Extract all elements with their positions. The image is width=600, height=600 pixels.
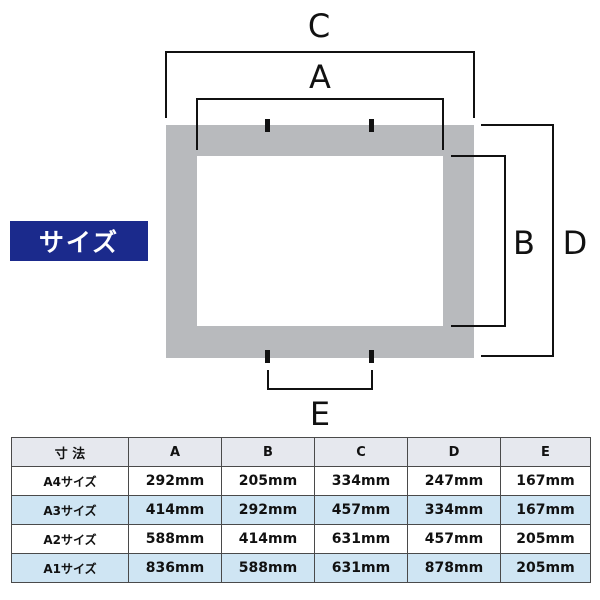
- cell-a: 836mm: [128, 553, 222, 583]
- dimension-e-label: E: [310, 395, 330, 430]
- cell-e: 205mm: [500, 524, 591, 554]
- frame-dimension-diagram: C A B D E: [165, 7, 588, 430]
- column-header-e: E: [500, 437, 591, 467]
- bottom-mark-right: [369, 350, 374, 363]
- cell-e: 167mm: [500, 495, 591, 525]
- table-row: A3サイズ 414mm 292mm 457mm 334mm 167mm: [11, 495, 591, 525]
- top-mark-left: [265, 119, 270, 132]
- column-header-d: D: [407, 437, 501, 467]
- cell-e: 167mm: [500, 466, 591, 496]
- cell-c: 334mm: [314, 466, 408, 496]
- dimension-a-bracket: [196, 98, 444, 150]
- size-spec-table: 寸 法 A B C D E A4サイズ 292mm 205mm 334mm 24…: [11, 437, 591, 583]
- dimension-d-bracket: [481, 124, 554, 357]
- cell-d: 457mm: [407, 524, 501, 554]
- dimension-c-label: C: [308, 7, 330, 45]
- table-row: A4サイズ 292mm 205mm 334mm 247mm 167mm: [11, 466, 591, 496]
- dimension-a-label: A: [309, 58, 331, 96]
- row-size-name: A1サイズ: [11, 553, 129, 583]
- table-row: A2サイズ 588mm 414mm 631mm 457mm 205mm: [11, 524, 591, 554]
- cell-b: 205mm: [221, 466, 315, 496]
- row-size-name: A3サイズ: [11, 495, 129, 525]
- dimension-b-label: B: [513, 224, 535, 262]
- cell-b: 292mm: [221, 495, 315, 525]
- dimension-c-bracket: [165, 51, 475, 118]
- cell-c: 457mm: [314, 495, 408, 525]
- cell-b: 414mm: [221, 524, 315, 554]
- cell-a: 588mm: [128, 524, 222, 554]
- column-header-b: B: [221, 437, 315, 467]
- dimension-b-bracket: [451, 155, 506, 327]
- row-size-name: A2サイズ: [11, 524, 129, 554]
- bottom-mark-left: [265, 350, 270, 363]
- size-badge: サイズ: [10, 221, 148, 261]
- table-row: A1サイズ 836mm 588mm 631mm 878mm 205mm: [11, 553, 591, 583]
- table-header-row: 寸 法 A B C D E: [11, 437, 591, 467]
- cell-a: 414mm: [128, 495, 222, 525]
- cell-c: 631mm: [314, 524, 408, 554]
- frame-opening: [197, 156, 443, 326]
- cell-c: 631mm: [314, 553, 408, 583]
- column-header-c: C: [314, 437, 408, 467]
- dimension-d-label: D: [563, 224, 588, 262]
- cell-e: 205mm: [500, 553, 591, 583]
- row-size-name: A4サイズ: [11, 466, 129, 496]
- dimension-e-bracket: [267, 370, 373, 390]
- column-header-a: A: [128, 437, 222, 467]
- cell-b: 588mm: [221, 553, 315, 583]
- cell-d: 334mm: [407, 495, 501, 525]
- top-mark-right: [369, 119, 374, 132]
- cell-d: 878mm: [407, 553, 501, 583]
- size-badge-label: サイズ: [38, 228, 120, 257]
- cell-d: 247mm: [407, 466, 501, 496]
- column-header-dimension: 寸 法: [11, 437, 129, 467]
- cell-a: 292mm: [128, 466, 222, 496]
